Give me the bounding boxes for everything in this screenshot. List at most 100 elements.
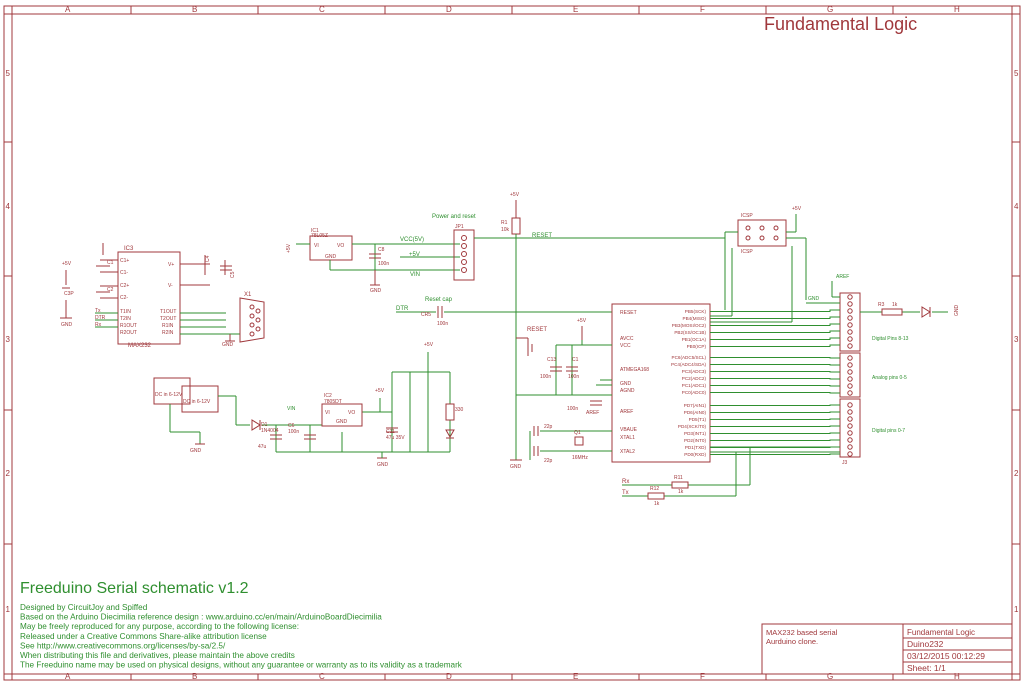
icsp-header: ICSP ICSP +5V bbox=[710, 206, 807, 323]
atmega-pin-left: AVCC bbox=[620, 336, 634, 342]
credit-line: The Freeduino name may be used on physic… bbox=[20, 661, 463, 670]
r3-value: 1k bbox=[892, 302, 898, 308]
vin-dc: VIN bbox=[287, 406, 296, 412]
c47-label: 47u bbox=[258, 444, 267, 450]
svg-text:VO: VO bbox=[348, 410, 355, 416]
svg-text:C4: C4 bbox=[205, 255, 211, 262]
atmega-pin-right: PC0(ADC0) bbox=[682, 390, 707, 395]
plus5v-reset: +5V bbox=[510, 192, 520, 198]
ic1-label: IC1 bbox=[311, 228, 319, 234]
atmega-pin-left: ATMEGA168 bbox=[620, 367, 649, 373]
jp1-header: Power and reset JP1 bbox=[432, 214, 516, 281]
grid-row-2: 2 bbox=[6, 469, 11, 478]
j3-headers: J3 Digital Pins 8-13 Analog pins 0-5 Dig… bbox=[710, 274, 960, 466]
gnd-dc: GND bbox=[190, 448, 202, 454]
grid-row-3: 3 bbox=[6, 335, 11, 344]
jp1-label: JP1 bbox=[455, 224, 464, 230]
svg-text:C2+: C2+ bbox=[120, 283, 129, 289]
digital-8-13-label: Digital Pins 8-13 bbox=[872, 336, 909, 342]
svg-text:R1OUT: R1OUT bbox=[120, 323, 137, 329]
tb-date: 03/12/2015 00:12:29 bbox=[907, 651, 985, 661]
plus5v-net: +5V bbox=[409, 252, 420, 258]
r11-value: 1k bbox=[678, 489, 684, 495]
d1-value: 1N4004 bbox=[261, 428, 279, 434]
svg-text:V+: V+ bbox=[168, 262, 174, 268]
grid-col-bottom-G: G bbox=[827, 672, 833, 681]
icsp-label-top: ICSP bbox=[741, 213, 753, 219]
title-block: MAX232 based serial Aurduino clone. Fund… bbox=[761, 623, 1013, 675]
atmega-pin-right: PD7(AIN1) bbox=[684, 403, 707, 408]
c22p2: 22p bbox=[544, 458, 553, 464]
x1-label: X1 bbox=[244, 292, 252, 298]
atmega-pin-right: PD1(TXD) bbox=[685, 445, 707, 450]
q1-label: Q1 bbox=[574, 430, 581, 436]
vin-net: VIN bbox=[410, 272, 420, 278]
q1-value: 16MHz bbox=[572, 455, 588, 461]
grid-row-right-5: 5 bbox=[1014, 69, 1019, 78]
grid-col-G: G bbox=[827, 5, 833, 14]
atmega-pin-right: PC4(ADC4/SDA) bbox=[671, 362, 706, 367]
gnd-max: GND bbox=[61, 322, 73, 328]
atmega-pin-left: AREF bbox=[620, 409, 633, 415]
svg-text:T2OUT: T2OUT bbox=[160, 316, 176, 322]
grid-col-E: E bbox=[573, 5, 578, 14]
plus5v-max: +5V bbox=[62, 261, 72, 267]
svg-text:R2OUT: R2OUT bbox=[120, 330, 137, 336]
atmega-pin-right: PD5(T1) bbox=[689, 417, 707, 422]
grid-col-bottom-A: A bbox=[65, 672, 71, 681]
grid-row-right-2: 2 bbox=[1014, 469, 1019, 478]
r11-label: R11 bbox=[674, 475, 683, 481]
tb-sheet: Sheet: 1/1 bbox=[907, 663, 946, 673]
credit-line: See http://www.creativecommons.org/licen… bbox=[20, 641, 226, 650]
c1-value: 100n bbox=[568, 374, 579, 380]
credit-line: When distributing this file and derivati… bbox=[20, 651, 295, 660]
c22p1: 22p bbox=[544, 424, 553, 430]
svg-text:R1IN: R1IN bbox=[162, 323, 174, 329]
plus5v-ic1: +5V bbox=[286, 243, 292, 253]
grid-col-bottom-F: F bbox=[700, 672, 705, 681]
dc-in-2: DC in 6-12V bbox=[183, 399, 211, 405]
atmega168-chip: RESETAVCCVCCATMEGA168GNDAGNDAREFVBAUEXTA… bbox=[529, 303, 711, 464]
aref-pin: AREF bbox=[586, 410, 599, 416]
grid-col-B: B bbox=[192, 5, 197, 14]
svg-text:GND: GND bbox=[325, 254, 337, 260]
credits-heading: Freeduino Serial schematic v1.2 bbox=[20, 580, 249, 597]
grid-col-F: F bbox=[700, 5, 705, 14]
max232-label: MAX232 bbox=[128, 343, 152, 349]
vcc5v-label: VCC(5V) bbox=[400, 237, 424, 243]
credit-line: Based on the Arduino Diecimilia referenc… bbox=[20, 613, 382, 622]
svg-text:C1: C1 bbox=[107, 260, 114, 266]
atmega-pin-right: PC1(ADC1) bbox=[682, 383, 707, 388]
c6-value: 100n bbox=[288, 429, 299, 435]
atmega-pin-right: PD3(INT1) bbox=[684, 431, 706, 436]
reset-cap-label: Reset cap bbox=[425, 297, 453, 303]
atmega-pin-right: PD4(XCK/T0) bbox=[678, 424, 707, 429]
atmega-pin-left: AGND bbox=[620, 388, 635, 394]
grid-row-1: 1 bbox=[6, 605, 11, 614]
sheet-title: Fundamental Logic bbox=[764, 14, 917, 34]
svg-text:R2IN: R2IN bbox=[162, 330, 174, 336]
atmega-pin-right: PD0(RXD) bbox=[684, 452, 706, 457]
max-rx: Rx bbox=[95, 322, 102, 328]
svg-text:C1+: C1+ bbox=[120, 258, 129, 264]
svg-text:VI: VI bbox=[325, 410, 330, 416]
svg-text:100n: 100n bbox=[567, 406, 578, 412]
grid-col-bottom-D: D bbox=[446, 672, 452, 681]
atmega-pin-right: PC2(ADC2) bbox=[682, 376, 707, 381]
rx-label: Rx bbox=[622, 479, 629, 485]
plus5v-icsp: +5V bbox=[792, 206, 802, 212]
atmega-pin-right: PC6(ADC5/SCL) bbox=[672, 355, 707, 360]
dtr-label: DTR bbox=[396, 306, 409, 312]
grid-col-bottom-B: B bbox=[192, 672, 197, 681]
plus5v-ic2: +5V bbox=[375, 388, 385, 394]
r12-value: 1k bbox=[654, 501, 660, 507]
tx-label: Tx bbox=[622, 490, 629, 496]
svg-text:VI: VI bbox=[314, 243, 319, 249]
tb-desc-1: MAX232 based serial bbox=[766, 628, 838, 637]
c11-label: C11 bbox=[386, 429, 395, 435]
credit-line: May be freely reproduced for any purpose… bbox=[20, 622, 299, 631]
reset-network: +5V R1 10k RESET DTR Reset cap CR5 100n … bbox=[396, 192, 725, 470]
grid-col-C: C bbox=[319, 5, 325, 14]
